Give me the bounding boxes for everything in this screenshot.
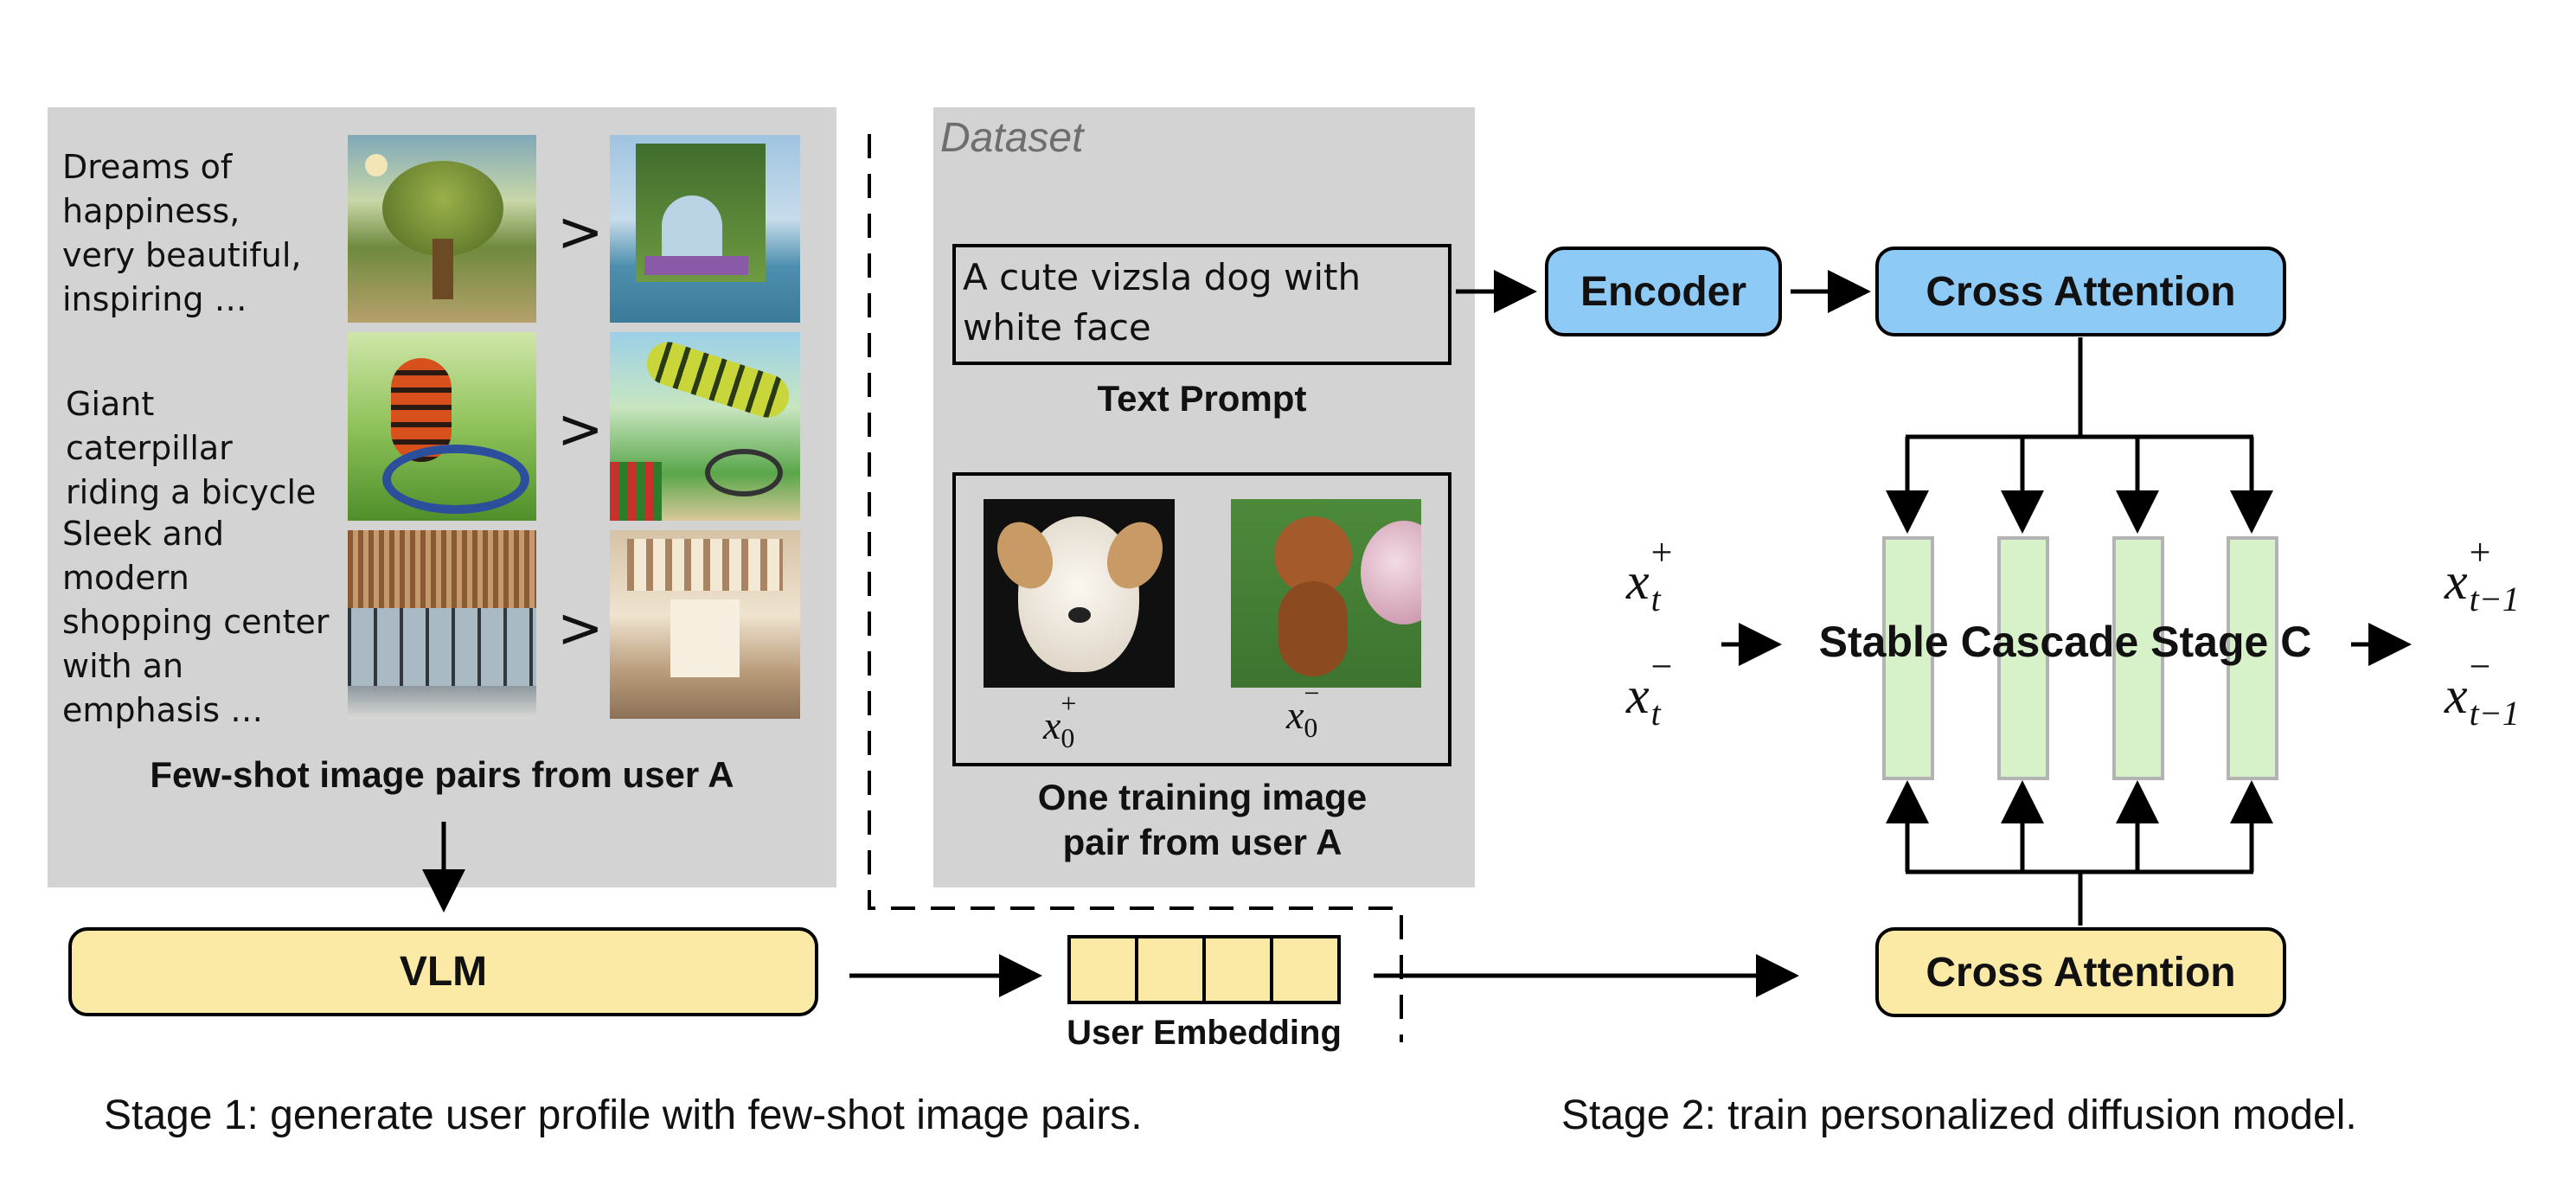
text-prompt-label: Text Prompt [1097, 378, 1307, 419]
image-shopping-center-1 [348, 530, 536, 719]
text-prompt-value: A cute vizsla dog with white face [963, 256, 1362, 349]
model-label: Stable Cascade Stage C [1818, 618, 2312, 666]
dataset-title: Dataset [940, 115, 1084, 161]
x0-negative-label: x−0 [1286, 677, 1320, 743]
cross-attention-top-box: Cross Attention [1875, 247, 2286, 336]
xt-negative-label: x−t [1626, 645, 1673, 733]
embedding-cell [1071, 938, 1138, 1001]
image-white-dog [984, 499, 1175, 688]
image-shopping-center-2 [610, 530, 800, 719]
stage1-caption: Stage 1: generate user profile with few-… [104, 1092, 1143, 1138]
prompt-1: Dreams of happiness, very beautiful, ins… [62, 148, 302, 318]
comparator-1: > [557, 201, 604, 265]
image-brown-puppy [1231, 499, 1421, 688]
cross-attention-bottom-label: Cross Attention [1926, 949, 2236, 996]
image-fantasy-tree [348, 135, 536, 323]
user-embedding-vector [1067, 935, 1341, 1004]
unet-block-4 [2227, 536, 2278, 780]
embedding-cell [1206, 938, 1273, 1001]
user-embedding-label: User Embedding [1067, 1014, 1342, 1052]
xt1-negative-label: x−t−1 [2445, 645, 2520, 733]
image-floating-garden [610, 135, 800, 323]
xt-positive-label: x+t [1626, 531, 1673, 618]
encoder-box: Encoder [1545, 247, 1782, 336]
xt1-positive-label: x+t−1 [2445, 531, 2520, 618]
embedding-cell [1273, 938, 1337, 1001]
image-caterpillar-photo [348, 332, 536, 521]
comparator-3: > [557, 597, 604, 661]
vlm-label: VLM [399, 949, 488, 995]
x0-positive-label: x+0 [1043, 688, 1077, 753]
image-pair-label: One training image pair from user A [1037, 777, 1368, 862]
cross-attention-top-label: Cross Attention [1926, 268, 2236, 315]
image-caterpillar-cartoon [610, 332, 800, 521]
prompt-3: Sleek and modern shopping center with an… [62, 515, 330, 729]
unet-block-2 [1997, 536, 2049, 780]
image-pair-box [952, 472, 1451, 766]
comparator-2: > [557, 398, 604, 462]
prompt-2: Giant caterpillar riding a bicycle [66, 385, 317, 511]
cross-attention-bottom-box: Cross Attention [1875, 927, 2286, 1017]
text-prompt-box [952, 244, 1451, 365]
encoder-label: Encoder [1580, 268, 1747, 315]
unet-block-1 [1882, 536, 1934, 780]
stage2-caption: Stage 2: train personalized diffusion mo… [1561, 1092, 2357, 1138]
dataset-panel [933, 107, 1475, 887]
few-shot-caption: Few-shot image pairs from user A [150, 754, 734, 795]
vlm-box: VLM [68, 927, 818, 1016]
embedding-cell [1138, 938, 1206, 1001]
unet-block-3 [2112, 536, 2164, 780]
